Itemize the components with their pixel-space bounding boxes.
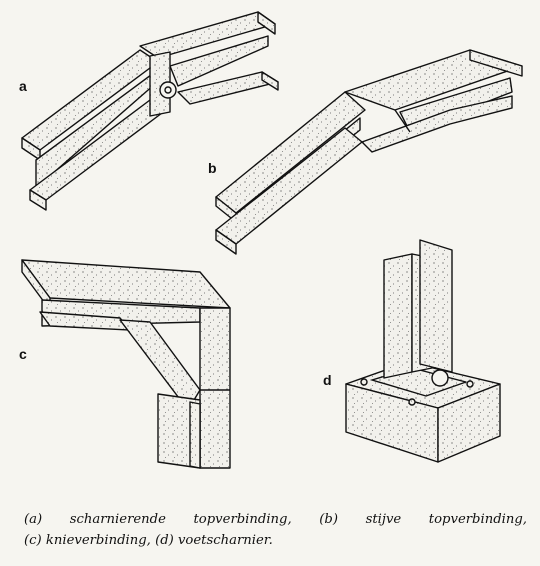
figure-a-right-web: [169, 35, 269, 87]
figure-d-anchor-bolt-2: [466, 380, 474, 388]
figure-c-knee: [21, 259, 231, 469]
label-c: c: [19, 346, 27, 362]
figure-d-footing-front-right: [437, 383, 501, 463]
figure-b-right-bottom-flange: [361, 95, 513, 153]
caption-line-2: (c) knieverbinding, (d) voetscharnier.: [24, 533, 273, 548]
label-b: b: [208, 160, 217, 176]
figure-c-column-web: [189, 401, 201, 469]
figure-d-base-hinge: [345, 239, 501, 463]
figure-b-joint-line: [394, 109, 411, 133]
figure-a-left-bottom-flange-edge: [29, 189, 47, 211]
figure-d-anchor-bolt-1: [360, 378, 368, 386]
figure-b-rigid-ridge: [215, 49, 523, 255]
figure-a-hinge-pin: [159, 81, 177, 99]
figure-b-right-top-flange-edge: [469, 49, 523, 77]
figure-a-hinged-ridge: [21, 11, 279, 211]
figure-a-right-top-flange-edge: [257, 11, 276, 35]
figure-d-hinge-pin: [431, 369, 449, 387]
label-d: d: [323, 372, 332, 388]
figure-a-hinge-pin-inner: [164, 86, 172, 94]
label-a: a: [19, 78, 27, 94]
figure-c-column-front: [199, 307, 231, 469]
figure-caption: (a) scharnierende topverbinding, (b) sti…: [24, 509, 534, 551]
caption-line-1: (a) scharnierende topverbinding, (b) sti…: [24, 512, 527, 527]
figure-d-column-flange-right: [419, 239, 453, 373]
figure-b-left-bottom-flange-edge: [215, 229, 237, 255]
figure-a-end-plate: [149, 51, 171, 117]
figure-d-anchor-bolt-3: [408, 398, 416, 406]
figure-d-column-flange-left: [383, 253, 413, 379]
figure-a-right-bottom-flange-edge: [261, 71, 279, 91]
